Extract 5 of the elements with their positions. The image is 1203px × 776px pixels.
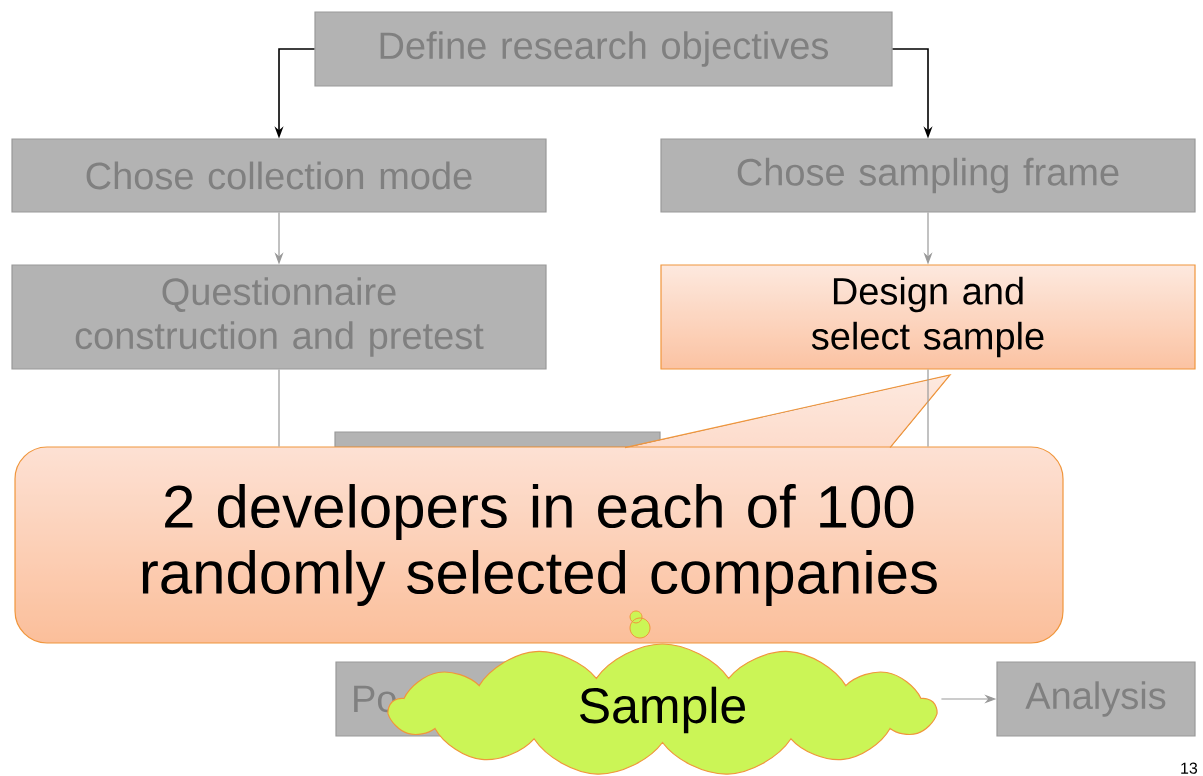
highlighted-box: Design and select sample	[660, 264, 1196, 370]
connector-line	[278, 369, 280, 447]
connector-line	[927, 369, 929, 447]
speech-callout: 2 developers in each of 100 randomly selected companies	[14, 374, 1064, 644]
page-number: 13	[1181, 762, 1198, 774]
